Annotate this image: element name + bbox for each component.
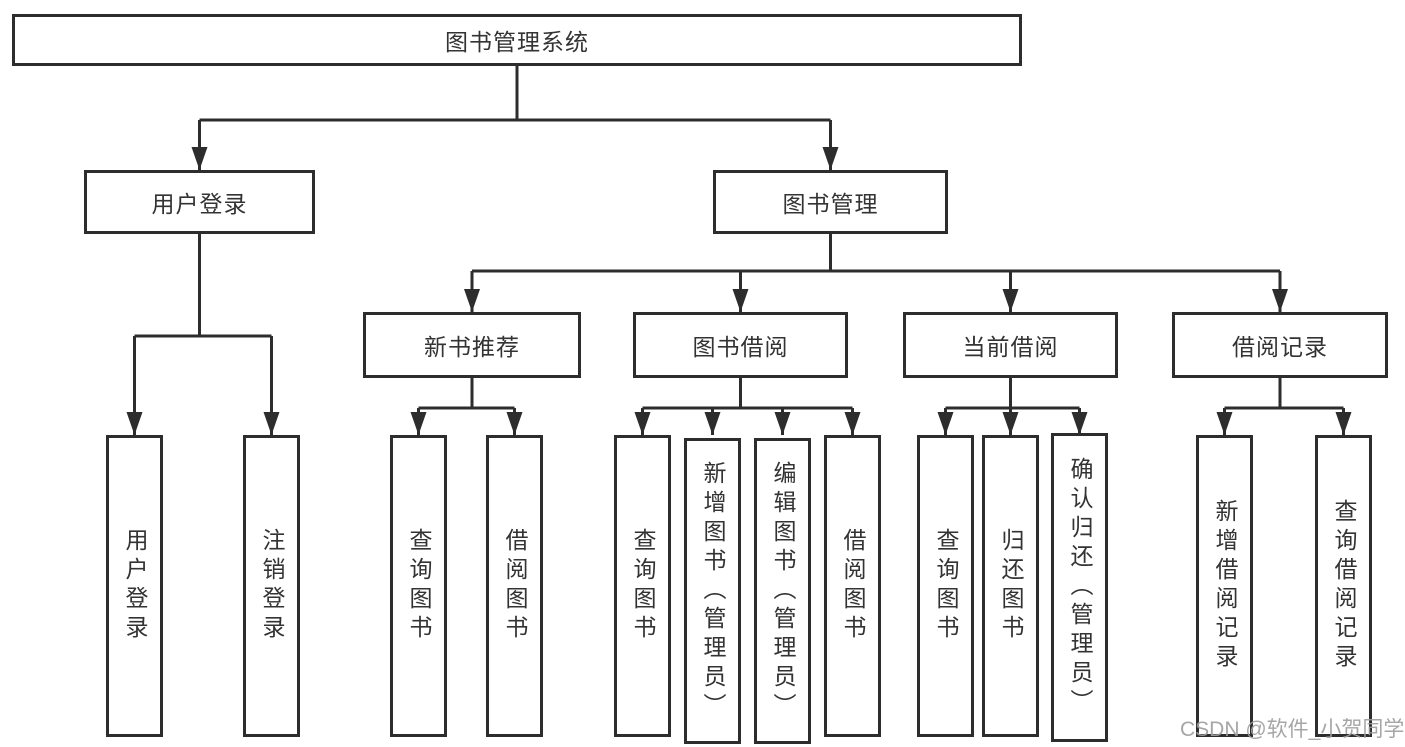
leaf-query-books-recommend: 查询图书	[390, 435, 447, 737]
node-book-management: 图书管理	[713, 170, 948, 234]
leaf-user-login: 用户登录	[106, 435, 163, 737]
leaf-query-books-current: 查询图书	[917, 435, 974, 737]
leaf-borrow-books: 借阅图书	[824, 435, 881, 737]
node-book-borrow: 图书借阅	[633, 312, 848, 378]
node-user-login: 用户登录	[84, 170, 315, 234]
leaf-edit-books-admin: 编辑图书（管理员）	[754, 438, 811, 744]
leaf-add-books-admin: 新增图书（管理员）	[684, 438, 741, 744]
node-root-library-system: 图书管理系统	[12, 14, 1022, 66]
leaf-logout: 注销登录	[243, 435, 300, 737]
leaf-add-borrow-record: 新增借阅记录	[1196, 435, 1253, 737]
csdn-watermark: CSDN @软件_小贺同学	[1180, 718, 1405, 741]
leaf-confirm-return-admin: 确认归还（管理员）	[1051, 433, 1108, 742]
leaf-return-books: 归还图书	[982, 435, 1039, 737]
node-borrow-records: 借阅记录	[1172, 312, 1388, 378]
leaf-query-books-borrow: 查询图书	[614, 435, 671, 737]
leaf-borrow-books-recommend: 借阅图书	[486, 435, 543, 737]
node-current-borrow: 当前借阅	[903, 312, 1118, 378]
node-new-book-recommend: 新书推荐	[363, 312, 581, 378]
leaf-query-borrow-record: 查询借阅记录	[1315, 435, 1372, 737]
